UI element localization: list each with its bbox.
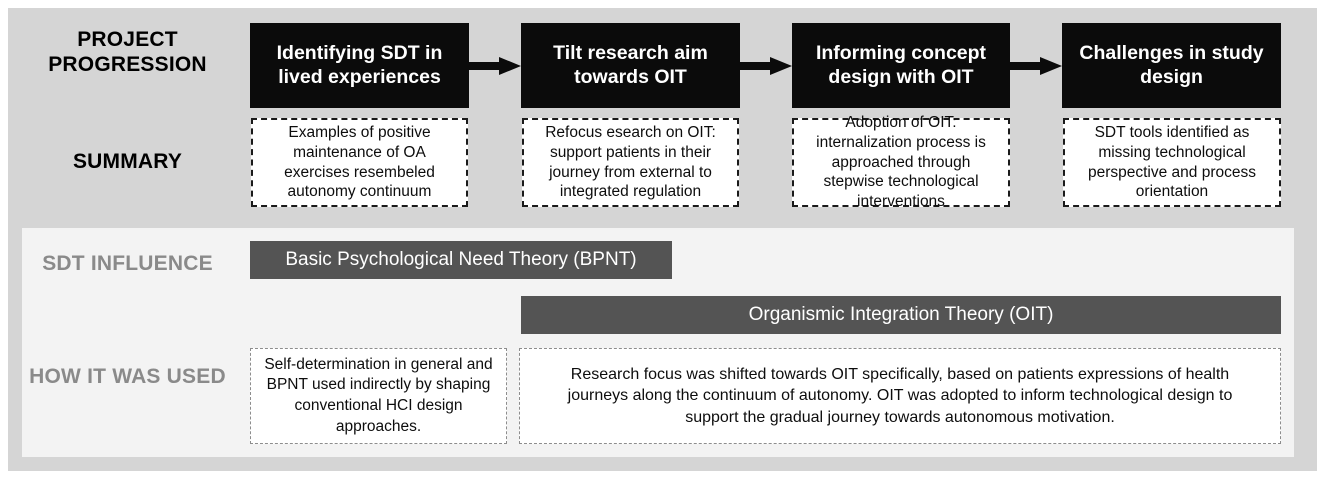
theory-bar-bpnt: Basic Psychological Need Theory (BPNT) (250, 241, 672, 279)
row-label-how-it-was-used: HOW IT WAS USED (29, 365, 226, 388)
arrow-head (1040, 57, 1062, 75)
arrow-shaft (1010, 62, 1043, 70)
row-label-summary: SUMMARY (72, 150, 183, 173)
arrow-right-icon (469, 57, 521, 75)
arrow-shaft (740, 62, 773, 70)
arrow-right-icon (740, 57, 792, 75)
theory-bar-oit: Organismic Integration Theory (OIT) (521, 296, 1281, 334)
row-label-project-progression: PROJECT PROGRESSION (48, 28, 207, 76)
stage-box-3: Informing concept design with OIT (792, 23, 1010, 108)
arrow-head (499, 57, 521, 75)
stage-box-4: Challenges in study design (1062, 23, 1281, 108)
usage-box-oit: Research focus was shifted towards OIT s… (519, 348, 1281, 444)
summary-box-2: Refocus esearch on OIT: support patients… (522, 118, 739, 207)
summary-box-3: Adoption of OIT: internalization process… (792, 114, 1010, 210)
stage-box-2: Tilt research aim towards OIT (521, 23, 740, 108)
usage-box-bpnt: Self-determination in general and BPNT u… (250, 348, 507, 444)
arrow-right-icon (1010, 57, 1062, 75)
row-label-sdt-influence: SDT INFLUENCE (42, 252, 213, 275)
summary-box-1: Examples of positive maintenance of OA e… (251, 118, 468, 207)
arrow-head (770, 57, 792, 75)
arrow-shaft (469, 62, 502, 70)
summary-box-4: SDT tools identified as missing technolo… (1063, 118, 1281, 207)
stage-box-1: Identifying SDT in lived experiences (250, 23, 469, 108)
